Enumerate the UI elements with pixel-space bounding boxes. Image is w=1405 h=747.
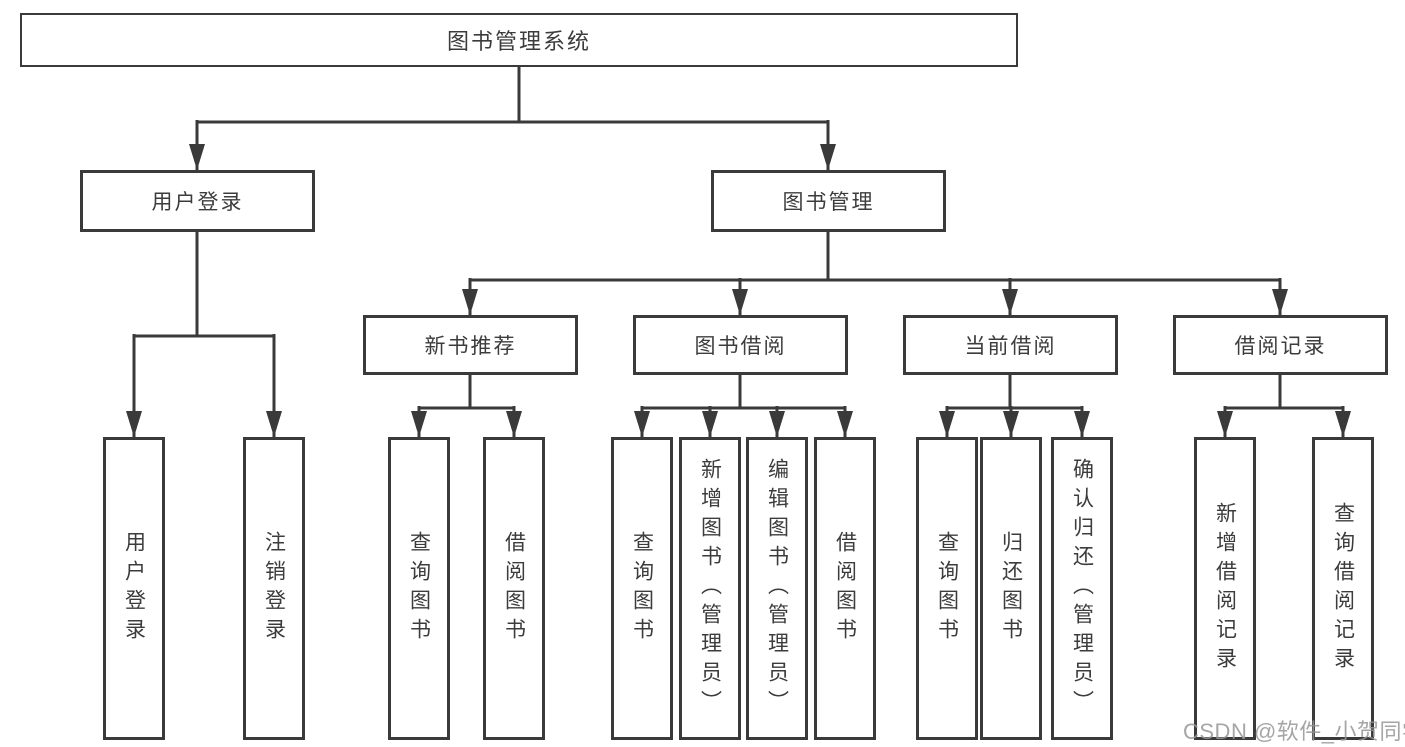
- node-new-book-recommend: 新书推荐: [363, 315, 578, 375]
- leaf-borrow-books-2-label: 借阅图书: [833, 530, 857, 647]
- leaf-confirm-return-admin: 确认归还（管理员）: [1051, 437, 1113, 740]
- connector-borrow-records-group: [1217, 375, 1351, 437]
- csdn-watermark: CSDN @软件_小贺同学: [1183, 719, 1405, 744]
- connector-new-book-group: [411, 375, 522, 437]
- connector-book-borrow-group: [634, 375, 853, 437]
- node-user-login: 用户登录: [80, 170, 315, 232]
- leaf-query-books-1: 查询图书: [388, 437, 450, 740]
- leaf-return-books: 归还图书: [980, 437, 1042, 740]
- node-user-login-label: 用户登录: [151, 191, 244, 214]
- leaf-user-login: 用户登录: [103, 437, 165, 740]
- node-new-book-recommend-label: 新书推荐: [424, 335, 517, 358]
- connector-root-to-level2: [189, 67, 836, 170]
- leaf-add-books-admin: 新增图书（管理员）: [679, 437, 741, 740]
- connector-management-to-level3: [462, 232, 1288, 315]
- leaf-add-books-admin-label: 新增图书（管理员）: [698, 458, 722, 719]
- leaf-query-books-3: 查询图书: [916, 437, 978, 740]
- leaf-add-borrow-record-label: 新增借阅记录: [1213, 501, 1237, 676]
- connector-login-to-leaves: [126, 232, 282, 437]
- leaf-edit-books-admin: 编辑图书（管理员）: [746, 437, 808, 740]
- leaf-user-login-label: 用户登录: [122, 530, 146, 647]
- node-borrow-records: 借阅记录: [1173, 315, 1388, 375]
- node-book-borrow: 图书借阅: [633, 315, 848, 375]
- node-current-borrow: 当前借阅: [903, 315, 1118, 375]
- leaf-query-books-2: 查询图书: [611, 437, 673, 740]
- node-book-borrow-label: 图书借阅: [694, 335, 787, 358]
- leaf-borrow-books-1: 借阅图书: [483, 437, 545, 740]
- node-library-system-label: 图书管理系统: [446, 29, 591, 54]
- leaf-borrow-books-1-label: 借阅图书: [502, 530, 526, 647]
- leaf-confirm-return-admin-label: 确认归还（管理员）: [1070, 458, 1094, 719]
- node-book-management-label: 图书管理: [782, 191, 875, 214]
- leaf-add-borrow-record: 新增借阅记录: [1194, 437, 1256, 740]
- leaf-logout-label: 注销登录: [262, 530, 286, 647]
- node-borrow-records-label: 借阅记录: [1234, 335, 1327, 358]
- node-book-management: 图书管理: [711, 170, 946, 232]
- leaf-borrow-books-2: 借阅图书: [814, 437, 876, 740]
- leaf-query-books-2-label: 查询图书: [630, 530, 654, 647]
- leaf-logout: 注销登录: [243, 437, 305, 740]
- leaf-return-books-label: 归还图书: [999, 530, 1023, 647]
- connector-current-borrow-group: [939, 375, 1090, 437]
- node-current-borrow-label: 当前借阅: [964, 335, 1057, 358]
- leaf-query-books-1-label: 查询图书: [407, 530, 431, 647]
- leaf-query-books-3-label: 查询图书: [935, 530, 959, 647]
- leaf-query-borrow-record-label: 查询借阅记录: [1331, 501, 1355, 676]
- node-library-system: 图书管理系统: [20, 13, 1018, 67]
- leaf-edit-books-admin-label: 编辑图书（管理员）: [765, 458, 789, 719]
- leaf-query-borrow-record: 查询借阅记录: [1312, 437, 1374, 740]
